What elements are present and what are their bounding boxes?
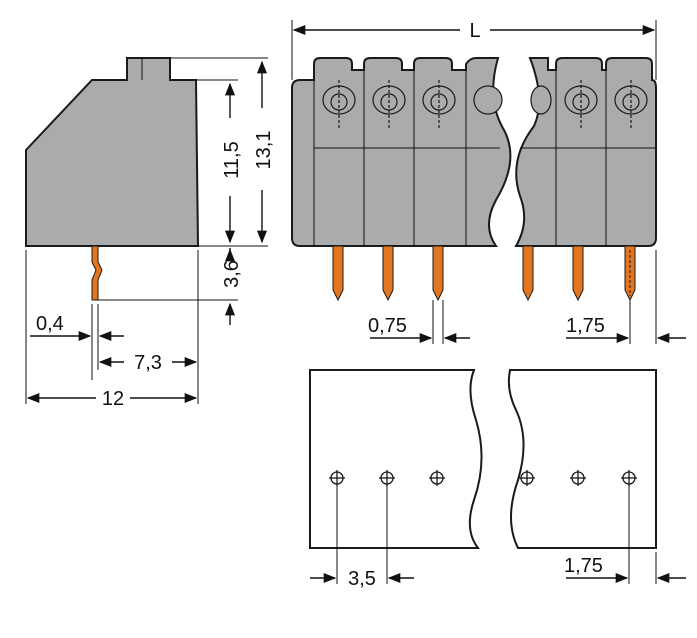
dim-3-5: 3,5 <box>348 568 376 590</box>
side-housing <box>25 57 200 247</box>
pcb-outline-left <box>309 369 483 549</box>
dim-L: L <box>469 20 480 42</box>
front-housing-left <box>291 57 512 247</box>
front-view: L <box>291 20 686 344</box>
dim-11-5: 11,5 <box>221 141 243 178</box>
dim-12: 12 <box>102 388 124 410</box>
pcb-outline-right <box>507 369 657 549</box>
front-pins <box>332 245 636 302</box>
dim-13-1: 13,1 <box>253 131 275 170</box>
dim-0-75: 0,75 <box>368 315 407 337</box>
side-view: 13,1 11,5 3,6 0,4 7,3 12 <box>25 57 275 410</box>
side-pin <box>91 245 103 301</box>
pole-separators <box>313 70 656 246</box>
dim-7-3: 7,3 <box>134 352 162 374</box>
push-buttons <box>322 80 648 130</box>
dim-1-75-bottom: 1,75 <box>564 555 603 577</box>
pcb-holes <box>329 470 637 486</box>
dim-3-6: 3,6 <box>221 260 243 288</box>
dim-0-4: 0,4 <box>36 313 64 335</box>
hole-layout: 3,5 1,75 <box>309 369 686 590</box>
dim-1-75-front: 1,75 <box>566 315 605 337</box>
